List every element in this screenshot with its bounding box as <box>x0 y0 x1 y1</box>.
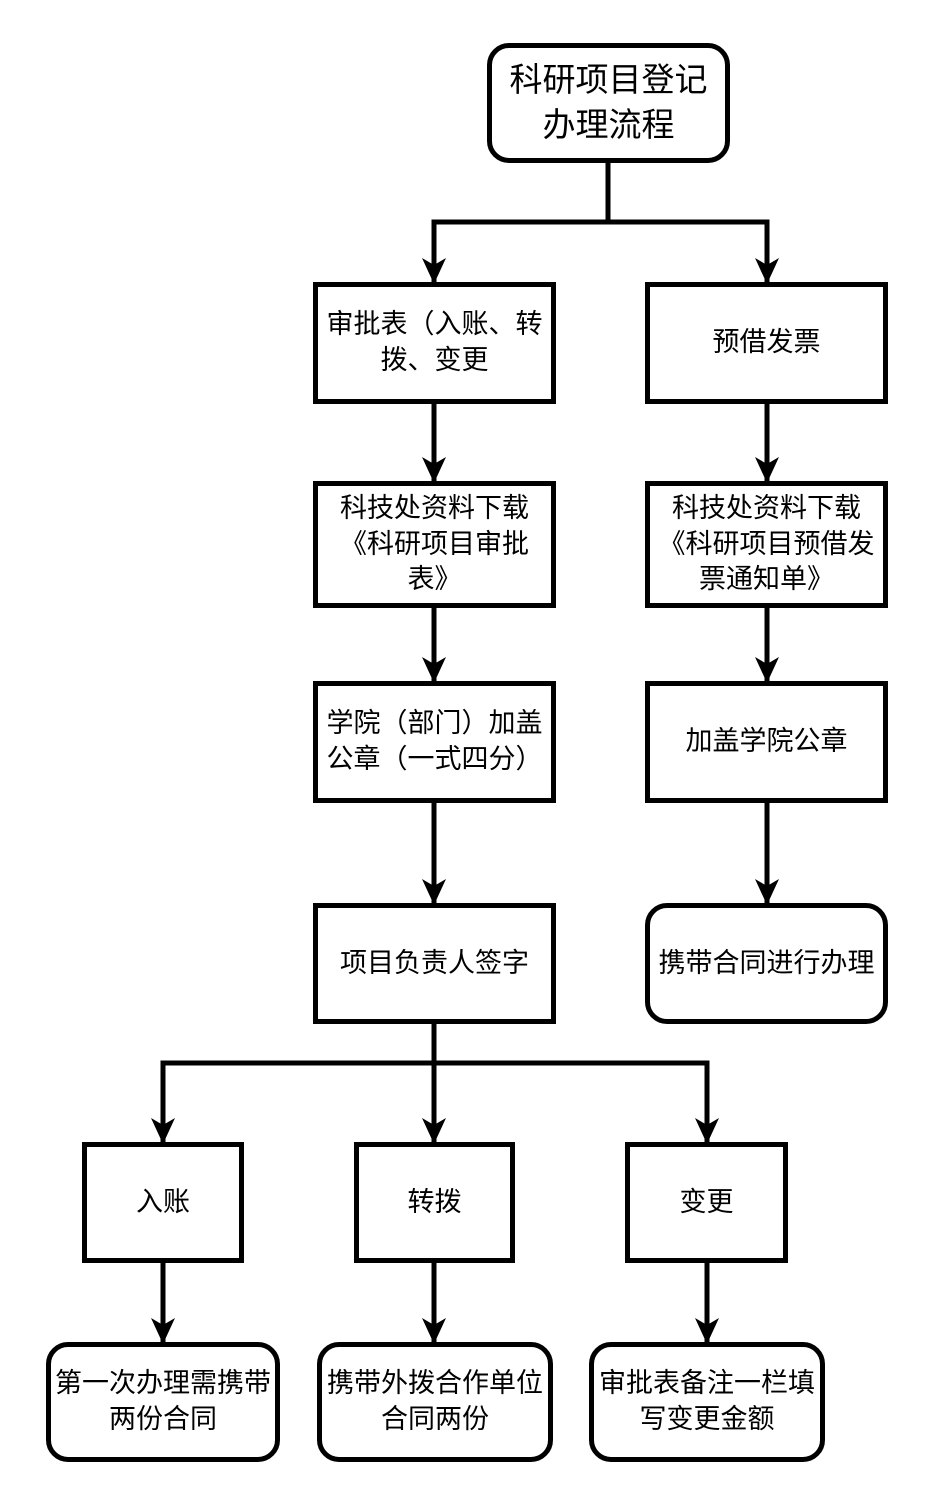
node-zhuanbo: 转拨 <box>354 1142 515 1263</box>
node-biangeng: 变更 <box>625 1142 788 1263</box>
node-waibo-contract-label: 携带外拨合作单位 合同两份 <box>327 1368 543 1434</box>
node-ruzhang: 入账 <box>82 1142 244 1263</box>
node-remark-amount: 审批表备注一栏填 写变更金额 <box>589 1342 825 1462</box>
node-download-approval-label: 科技处资料下载 《科研项目审批 表》 <box>340 493 529 595</box>
node-leader-sign: 项目负责人签字 <box>313 903 556 1024</box>
node-remark-amount-label: 审批表备注一栏填 写变更金额 <box>599 1368 815 1434</box>
node-start-label: 科研项目登记 办理流程 <box>509 61 708 143</box>
node-first-time-label: 第一次办理需携带 两份合同 <box>55 1368 271 1434</box>
node-college-seal-four-label: 学院（部门）加盖 公章（一式四分） <box>326 708 543 774</box>
node-ruzhang-label: 入账 <box>136 1186 190 1217</box>
node-bring-contract: 携带合同进行办理 <box>645 903 888 1024</box>
node-download-invoice-label: 科技处资料下载 《科研项目预借发 票通知单》 <box>658 493 875 595</box>
node-first-time: 第一次办理需携带 两份合同 <box>46 1342 280 1462</box>
node-approval-form: 审批表（入账、转 拨、变更 <box>313 282 556 404</box>
node-leader-sign-label: 项目负责人签字 <box>340 947 529 978</box>
node-waibo-contract: 携带外拨合作单位 合同两份 <box>317 1342 553 1462</box>
node-college-seal: 加盖学院公章 <box>645 681 888 803</box>
node-bring-contract-label: 携带合同进行办理 <box>658 947 875 978</box>
node-start: 科研项目登记 办理流程 <box>487 43 730 163</box>
node-college-seal-label: 加盖学院公章 <box>685 726 848 757</box>
node-zhuanbo-label: 转拨 <box>407 1186 462 1217</box>
node-invoice: 预借发票 <box>645 282 888 404</box>
node-download-approval: 科技处资料下载 《科研项目审批 表》 <box>313 481 556 608</box>
node-biangeng-label: 变更 <box>679 1186 734 1217</box>
node-download-invoice: 科技处资料下载 《科研项目预借发 票通知单》 <box>645 481 888 608</box>
node-invoice-label: 预借发票 <box>712 327 821 358</box>
node-approval-form-label: 审批表（入账、转 拨、变更 <box>326 309 543 375</box>
node-college-seal-four: 学院（部门）加盖 公章（一式四分） <box>313 681 556 803</box>
